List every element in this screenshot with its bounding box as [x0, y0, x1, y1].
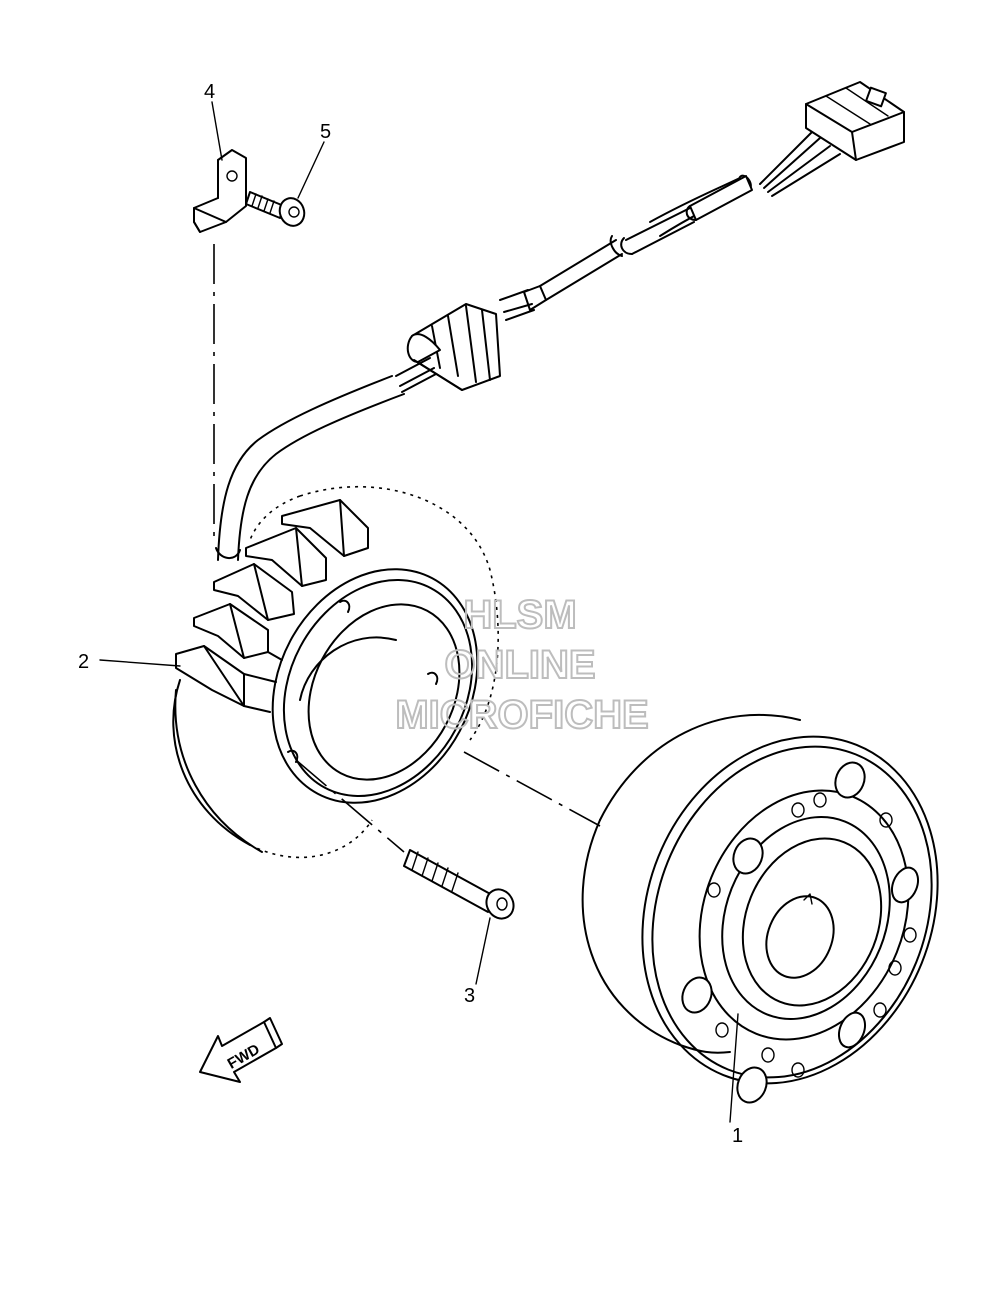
leader-lines	[99, 101, 739, 1123]
watermark: HLSM ONLINE MICROFICHE	[394, 592, 649, 738]
rotor-holes	[707, 792, 917, 1078]
wire-connector	[759, 81, 905, 197]
rotor-assembly	[581, 713, 939, 1104]
wire-grommet	[406, 303, 501, 391]
callout-3: 3	[464, 985, 475, 1007]
bolt-3	[403, 849, 515, 920]
stator-wire	[215, 357, 437, 561]
callout-5: 5	[320, 121, 331, 143]
wire-bracket	[193, 149, 247, 233]
watermark-line-3: MICROFICHE	[395, 693, 648, 737]
assembly-lines	[213, 244, 601, 853]
stator-assembly	[172, 485, 499, 859]
watermark-line-1: HLSM	[463, 593, 576, 637]
wire-harness	[499, 174, 753, 321]
callout-2: 2	[78, 651, 89, 673]
callout-1: 1	[732, 1125, 743, 1147]
callout-4: 4	[204, 81, 215, 103]
watermark-line-2: ONLINE	[444, 643, 595, 687]
rotor-boss	[681, 761, 920, 1104]
fwd-arrow: FWD	[199, 1017, 283, 1083]
screw-5	[245, 191, 306, 227]
